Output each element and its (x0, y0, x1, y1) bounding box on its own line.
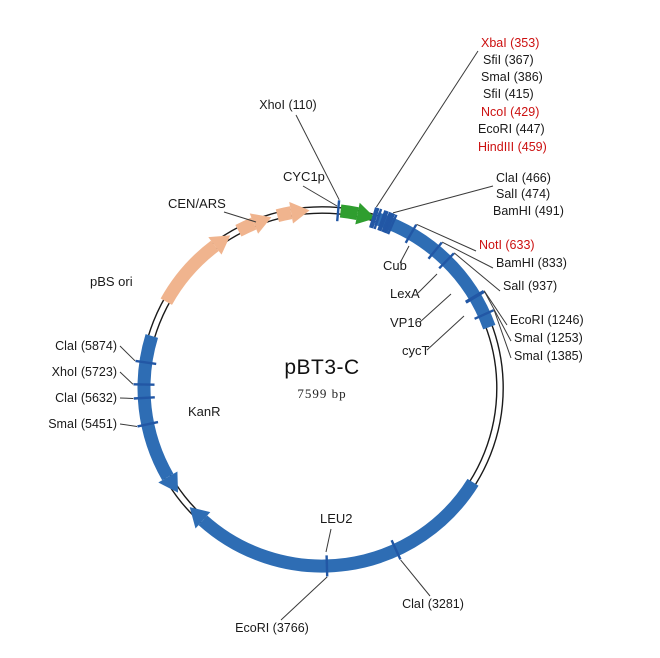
site-leader-clai-5632 (119, 397, 134, 399)
site-tick-sali-474 (384, 213, 396, 234)
site-leader-smai-1253 (484, 291, 512, 342)
site-leader-bamhi-833 (441, 241, 494, 269)
feature-leader-vp16 (419, 293, 452, 323)
site-tick-ecori-3766 (325, 555, 329, 577)
site-tick-bamhi-833 (427, 241, 443, 260)
site-label-clai-466: ClaI (466) (496, 171, 551, 185)
site-label-ecori-3766: EcoRI (3766) (235, 621, 309, 635)
feature-leader-cyct (426, 315, 465, 351)
site-label-ecori-447: EcoRI (447) (478, 122, 545, 136)
feature-label-cub: Cub (383, 258, 407, 273)
feature-arrowhead-cyc1p (355, 202, 376, 225)
site-tick-clai-3281 (390, 539, 402, 560)
site-leader-sali-937 (453, 252, 501, 292)
site-label-smai-1253: SmaI (1253) (514, 331, 583, 345)
site-tick-noti-633 (404, 224, 418, 244)
feature-arrowhead-cen (249, 213, 272, 234)
site-label-hindiii-459: HindIII (459) (478, 140, 547, 154)
site-label-bamhi-491: BamHI (491) (493, 204, 564, 218)
site-label-sfii-415: SfiI (415) (483, 87, 534, 101)
site-tick-smai-1385 (474, 309, 495, 320)
site-tick-sfii-367 (370, 207, 380, 229)
feature-leader-lexa (417, 273, 438, 294)
site-tick-clai-5874 (135, 359, 157, 366)
feature-label-cen-ars: CEN/ARS (168, 196, 226, 211)
site-leader-ecori-1246 (483, 290, 508, 326)
site-leader-xbai-353 (375, 50, 479, 208)
site-tick-bamhi-491 (386, 214, 398, 235)
site-label-xhoi-110: XhoI (110) (259, 98, 316, 112)
site-leader-xhoi-5723 (119, 371, 134, 385)
site-label-smai-1385: SmaI (1385) (514, 349, 583, 363)
feature-arc-mcs-cub (374, 212, 496, 330)
site-leader-noti-633 (416, 223, 477, 252)
site-tick-ecori-447 (381, 211, 392, 233)
site-tick-smai-5451 (137, 420, 159, 428)
site-tick-smai-1253 (465, 290, 485, 304)
site-tick-ncoi-429 (379, 210, 389, 232)
feature-arrowhead-kanr (158, 471, 178, 493)
site-label-smai-386: SmaI (386) (481, 70, 543, 84)
site-tick-xbai-353 (369, 207, 378, 228)
site-label-sfii-367: SfiI (367) (483, 53, 534, 67)
site-label-xbai-353: XbaI (353) (481, 36, 539, 50)
site-label-clai-3281: ClaI (3281) (402, 597, 464, 611)
feature-label-pbs-ori: pBS ori (90, 274, 133, 289)
site-leader-smai-1385 (493, 309, 512, 359)
site-tick-smai-386 (373, 208, 383, 230)
site-tick-sali-937 (438, 252, 455, 270)
feature-arc-ars (275, 206, 293, 223)
site-label-sali-937: SalI (937) (503, 279, 557, 293)
feature-arc-cyc1p (339, 204, 359, 220)
site-label-clai-5874: ClaI (5874) (55, 339, 117, 353)
site-leader-ecori-3766 (280, 576, 328, 621)
feature-arrowhead-ars (289, 201, 310, 224)
feature-label-kanr: KanR (188, 404, 221, 419)
site-label-ecori-1246: EcoRI (1246) (510, 313, 584, 327)
feature-arrowhead-leu2 (189, 507, 211, 529)
feature-arrowhead-pbs-ori (208, 235, 231, 255)
site-tick-clai-5632 (133, 396, 155, 400)
site-label-clai-5632: ClaI (5632) (55, 391, 117, 405)
feature-arc-pbs-ori (160, 240, 219, 305)
site-leader-clai-466 (392, 185, 494, 214)
site-tick-sfii-415 (377, 210, 387, 231)
site-label-sali-474: SalI (474) (496, 187, 550, 201)
site-label-noti-633: NotI (633) (479, 238, 535, 252)
feature-leader-cub (399, 245, 410, 264)
feature-leader-cyc1p (302, 185, 338, 207)
feature-arc-cen (235, 217, 257, 237)
feature-arc-kanr (137, 334, 174, 481)
site-label-xhoi-5723: XhoI (5723) (52, 365, 117, 379)
site-leader-clai-5874 (119, 345, 136, 362)
feature-label-cyct: cycT (402, 343, 430, 358)
feature-label-lexa: LexA (390, 286, 420, 301)
feature-label-vp16: VP16 (390, 315, 422, 330)
site-label-ncoi-429: NcoI (429) (481, 105, 539, 119)
site-leader-clai-3281 (400, 559, 431, 597)
site-leader-xhoi-110 (295, 114, 340, 201)
site-tick-xhoi-110 (336, 200, 341, 222)
site-label-smai-5451: SmaI (5451) (48, 417, 117, 431)
feature-leader-leu2 (325, 528, 332, 553)
site-leader-smai-5451 (119, 423, 138, 427)
feature-arc-leu2 (198, 478, 479, 573)
feature-leader-cen-ars (223, 211, 257, 223)
site-label-bamhi-833: BamHI (833) (496, 256, 567, 270)
feature-label-cyc1p: CYC1p (283, 169, 325, 184)
feature-label-leu2: LEU2 (320, 511, 353, 526)
